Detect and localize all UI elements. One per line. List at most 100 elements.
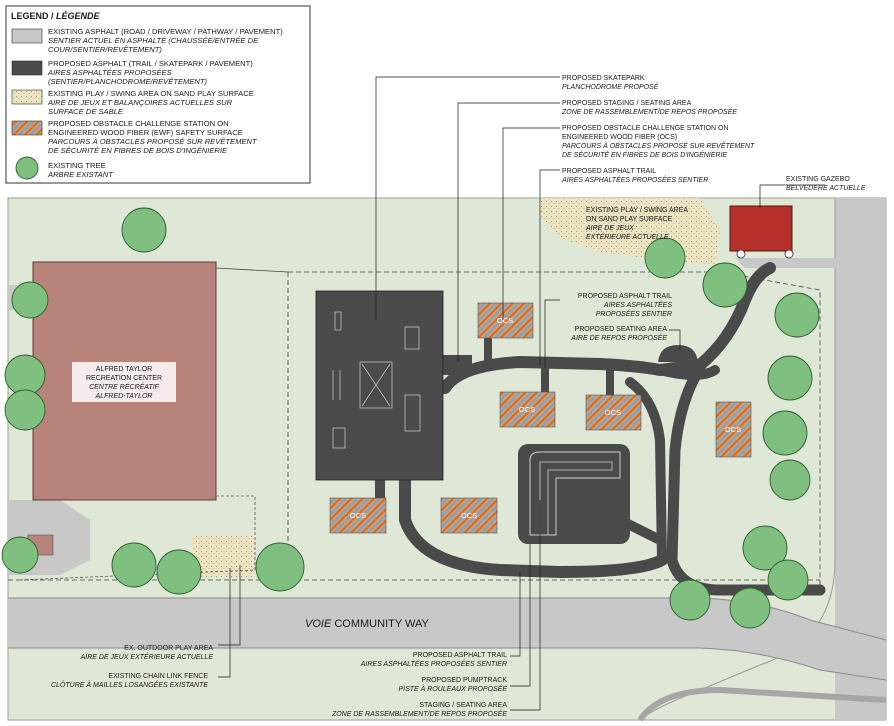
callout-line: ZONE DE RASSEMBLEMENT/DE REPOS PROPOSÉE	[331, 709, 507, 718]
callout-line: AIRES ASPHALTÉES PROPOSÉES SENTIER	[561, 175, 708, 184]
ocs-station	[477, 302, 534, 339]
ocs-label: OCS	[497, 316, 513, 325]
limit-line-top	[288, 271, 821, 590]
callout-line: PROPOSÉES SENTIER	[596, 309, 672, 318]
callout-line: PROPOSED ASPHALT TRAIL	[562, 168, 656, 175]
ocs-label: OCS	[605, 408, 621, 417]
ocs-label: OCS	[725, 425, 741, 434]
ocs-station	[440, 497, 498, 534]
callouts-mid: PROPOSED ASPHALT TRAIL AIRES ASPHALTÉES …	[555, 290, 674, 342]
road-bottom-edge	[8, 647, 887, 681]
callout-line: PROPOSED SKATEPARK	[562, 75, 645, 82]
callout-line: EX. OUTDOOR PLAY AREA	[124, 645, 213, 652]
staging-pad	[442, 355, 472, 375]
ocs-station	[329, 497, 387, 534]
callout-line: EXTÉRIEURE ACTUELLE	[586, 232, 669, 241]
legend-line: EXISTING TREE	[48, 161, 106, 170]
legend-line: ARBRE EXISTANT	[47, 170, 114, 179]
skatepark	[315, 290, 444, 481]
callout-line: AIRE DE REPOS PROPOSÉE	[570, 333, 667, 342]
callout-line: PROPOSED SEATING AREA	[575, 326, 668, 333]
callout-line: AIRE DE JEUX	[585, 225, 634, 232]
legend-line: AIRES ASPHALTÉES PROPOSÉES	[47, 68, 172, 77]
ocs-label: OCS	[350, 511, 366, 520]
callout-line: PARCOURS À OBSTACLES PROPOSÉ SUR REVÊTEM…	[562, 141, 755, 150]
callout-line: PROPOSED ASPHALT TRAIL	[578, 293, 672, 300]
ocs-label: OCS	[461, 511, 477, 520]
rc-line: ALFRED TAYLOR	[96, 366, 152, 373]
rc-line: RECREATION CENTER	[86, 375, 162, 382]
rc-line: ALFRED-TAYLOR	[95, 393, 153, 400]
ocs-station	[585, 394, 642, 431]
ocs-station	[715, 401, 752, 458]
legend-line: COUR/SENTIER/REVÊTEMENT)	[48, 45, 162, 54]
ocs-stations	[329, 302, 752, 534]
right-road	[835, 198, 886, 720]
skatepark-features	[332, 311, 421, 449]
gazebo-post	[736, 249, 746, 259]
gazebo-line: EXISTING GAZEBO	[786, 176, 850, 183]
trees	[1, 207, 820, 629]
legend-swatch-proposed-asphalt	[11, 60, 43, 76]
legend-swatch-tree	[15, 156, 39, 180]
callout-line: PROPOSED PUMPTRACK	[421, 677, 507, 684]
pumptrack-line	[529, 451, 621, 536]
callout-line: PROPOSED ASPHALT TRAIL	[413, 652, 507, 659]
callout-line: AIRES ASPHALTÉES	[603, 300, 672, 309]
callout-line: EXISTING PLAY / SWING AREA	[586, 207, 688, 214]
legend-swatch-ocs	[11, 120, 43, 136]
gazebo-label: EXISTING GAZEBO BELVEDERE ACTUELLE	[786, 176, 866, 192]
callouts-top: PROPOSED SKATEPARK PLANCHODROME PROPOSÉ …	[561, 75, 755, 184]
callout-line: PROPOSED OBSTACLE CHALLENGE STATION ON	[562, 125, 728, 132]
recreation-center-label: ALFRED TAYLOR RECREATION CENTER CENTRE R…	[72, 362, 176, 402]
community-way-road	[8, 598, 886, 680]
callouts-bottom: EX. OUTDOOR PLAY AREA AIRE DE JEUX EXTÉR…	[51, 645, 507, 718]
callout-line: AIRES ASPHALTÉES PROPOSÉES SENTIER	[360, 659, 507, 668]
gazebo-line: BELVEDERE ACTUELLE	[786, 185, 866, 192]
gazebo-driveway	[735, 258, 840, 268]
legend-line: DE SÉCURITÉ EN FIBRES DE BOIS D'INGÉNIER…	[48, 146, 228, 155]
callout-line: DE SÉCURITÉ EN FIBRES DE BOIS D'INGÉNIER…	[562, 150, 727, 159]
property-line	[215, 267, 289, 273]
legend-line: SURFACE DE SABLE	[48, 107, 124, 116]
legend-line: AIRE DE JEUX ET BALANÇOIRES ACTUELLES SU…	[47, 98, 233, 107]
callout-line: ON SAND PLAY SURFACE	[586, 216, 672, 223]
legend-swatch-existing-asphalt	[11, 28, 43, 44]
legend-box	[5, 5, 311, 184]
seating-node	[658, 345, 698, 362]
legend-swatches	[11, 28, 43, 180]
sidewalk	[637, 686, 887, 722]
callout-line: ZONE DE RASSEMBLEMENT/DE REPOS PROPOSÉE	[561, 107, 737, 116]
legend-line: SENTIER ACTUEL EN ASPHALTE (CHAUSSÉE/ENT…	[48, 36, 259, 45]
pumptrack-line-inner	[539, 461, 613, 535]
callout-line: CLÔTURE À MAILLES LOSANGÉES EXISTANTE	[51, 680, 208, 689]
ocs-label: OCS	[519, 405, 535, 414]
callout-play-area: EXISTING PLAY / SWING AREA ON SAND PLAY …	[585, 207, 688, 241]
legend-line: PROPOSED OBSTACLE CHALLENGE STATION ON	[48, 119, 229, 128]
callout-line: PROPOSED STAGING / SEATING AREA	[562, 100, 692, 107]
outdoor-play-area-sand	[192, 535, 254, 577]
legend-swatch-play-surface	[11, 89, 43, 105]
leader-lines	[218, 76, 825, 711]
ocs-station	[499, 391, 556, 428]
gazebo	[729, 205, 793, 252]
callout-line: ENGINEERED WOOD FIBER (OCS)	[562, 134, 677, 141]
legend-line: ENGINEERED WOOD FIBER (EWF) SAFETY SURFA…	[48, 128, 243, 137]
callout-line: PISTE À ROULEAUX PROPOSÉE	[398, 684, 507, 693]
legend-line: EXISTING PLAY / SWING AREA ON SAND PLAY …	[48, 89, 254, 98]
legend-line: PARCOURS À OBSTACLES PROPOSÉ SUR REVÊTEM…	[48, 137, 258, 146]
legend-title: LEGEND / LÉGENDE	[11, 11, 101, 21]
legend-line: EXISTING ASPHALT (ROAD / DRIVEWAY / PATH…	[48, 27, 283, 36]
gazebo-post	[784, 249, 794, 259]
callout-line: STAGING / SEATING AREA	[419, 702, 507, 709]
callout-line: AIRE DE JEUX EXTÉRIEURE ACTUELLE	[80, 652, 214, 661]
callout-line: EXISTING CHAIN LINK FENCE	[108, 673, 208, 680]
road-label: VOIE COMMUNITY WAY	[305, 618, 430, 630]
legend-line: (SENTIER/PLANCHODROME/REVÊTEMENT)	[48, 77, 208, 86]
callout-line: PLANCHODROME PROPOSÉ	[562, 82, 659, 91]
legend-line: PROPOSED ASPHALT (TRAIL / SKATEPARK / PA…	[48, 59, 253, 68]
rc-line: CENTRE RÉCRÉATIF	[89, 382, 160, 391]
legend-text: EXISTING ASPHALT (ROAD / DRIVEWAY / PATH…	[47, 27, 283, 179]
